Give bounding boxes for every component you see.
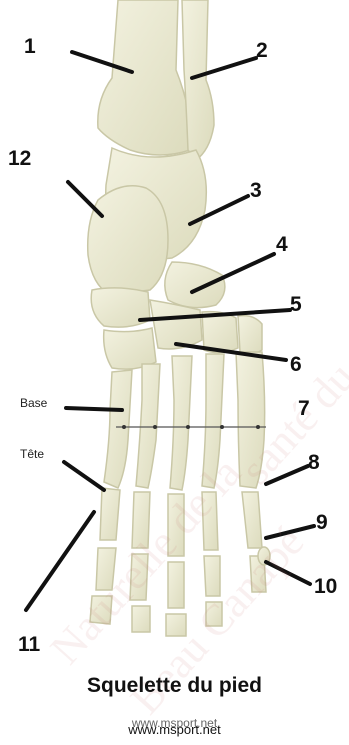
label-8: 8 [308, 452, 320, 473]
label-tete: Tête [20, 448, 44, 460]
label-5: 5 [290, 294, 302, 315]
label-11: 11 [18, 634, 40, 655]
fibula-bone [182, 0, 214, 160]
calcaneus-bone [88, 186, 168, 295]
label-10: 10 [314, 576, 337, 597]
label-7: 7 [298, 398, 310, 419]
cuneiform-bone [202, 312, 238, 353]
label-4: 4 [276, 234, 288, 255]
site-url: www.msport.net [0, 722, 349, 737]
label-1: 1 [24, 36, 36, 57]
navicular-bone [165, 262, 225, 308]
phalanx [100, 488, 120, 540]
cuneiform-bone [238, 316, 262, 355]
cuboid-lower-bone [104, 328, 156, 369]
label-12: 12 [8, 148, 31, 169]
metatarsal-5 [104, 370, 132, 488]
label-base: Base [20, 397, 47, 409]
metatarsal-3 [170, 356, 192, 490]
label-9: 9 [316, 512, 328, 533]
label-2: 2 [256, 40, 268, 61]
tibia-bone [98, 0, 190, 155]
label-6: 6 [290, 354, 302, 375]
diagram-title: Squelette du pied [0, 674, 349, 698]
label-3: 3 [250, 180, 262, 201]
